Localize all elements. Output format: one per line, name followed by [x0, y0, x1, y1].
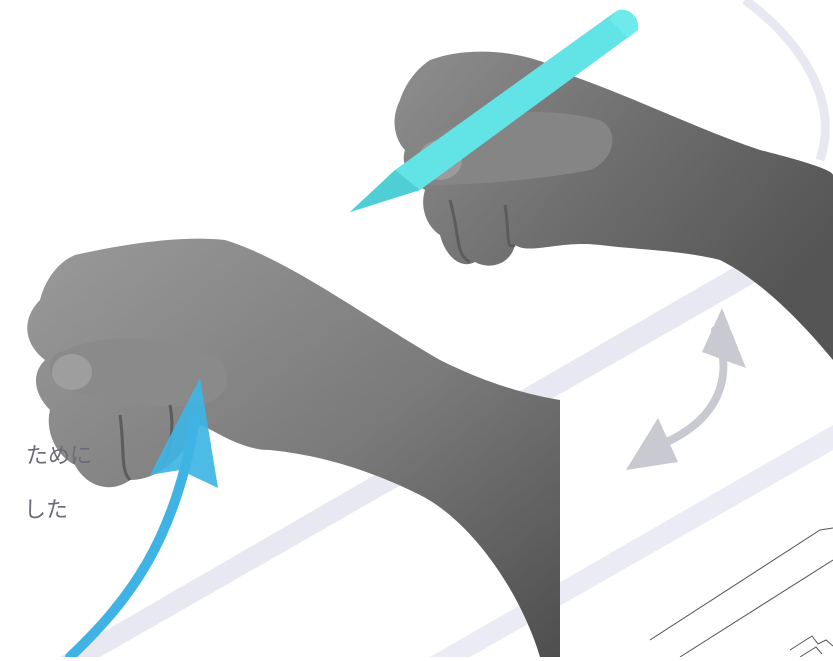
tablet-outline — [650, 528, 833, 657]
hand-relaxed — [27, 239, 560, 657]
caption-fragment-2: した — [24, 500, 68, 522]
hand-with-pen — [395, 52, 833, 360]
caption-fragment-1: ために — [26, 446, 92, 468]
